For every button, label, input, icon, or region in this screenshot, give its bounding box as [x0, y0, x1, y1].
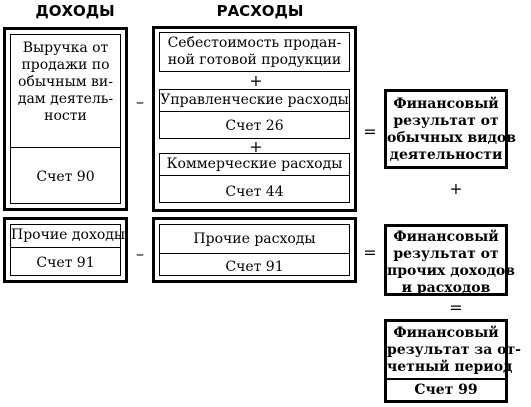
- expenses-header: РАСХОДЫ: [216, 2, 304, 20]
- account-26-label: Счет 26: [225, 118, 284, 134]
- commercial-divider: [160, 175, 349, 176]
- income-ordinary-divider: [11, 147, 120, 148]
- account-44-label: Счет 44: [225, 184, 284, 200]
- result-other-box: Финансовый результат от прочих доходов и…: [384, 224, 515, 296]
- income-other-box: Прочие доходы Счет 91: [3, 217, 128, 283]
- expenses-ordinary-box: Себестоимость продан- ной готовой продук…: [152, 26, 357, 212]
- cost-of-goods-label: Себестоимость продан- ной готовой продук…: [167, 35, 342, 68]
- income-other-inner: Прочие доходы Счет 91: [10, 224, 126, 276]
- equals-operator-2: =: [363, 243, 377, 262]
- admin-expenses-box: Управленческие расходы Счет 26: [159, 89, 350, 139]
- result-ordinary-label: Финансовый результат от обычных видов де…: [387, 96, 516, 163]
- account-91-income-label: Счет 91: [36, 255, 95, 271]
- other-expenses-label: Прочие расходы: [193, 231, 316, 247]
- account-91-expenses-label: Счет 91: [225, 259, 284, 275]
- admin-expenses-label: Управленческие расходы: [160, 92, 349, 108]
- revenue-label: Выручка от продажи по обычным ви- дам де…: [17, 40, 114, 124]
- income-other-divider: [11, 247, 120, 248]
- minus-operator-1: –: [136, 92, 144, 111]
- equals-operator-3: =: [449, 298, 463, 317]
- admin-divider: [160, 111, 349, 112]
- plus-operator-3: +: [449, 179, 463, 198]
- result-period-box: Финансовый результат за от- четный перио…: [384, 319, 521, 403]
- income-header: ДОХОДЫ: [35, 2, 115, 20]
- cost-of-goods-box: Себестоимость продан- ной готовой продук…: [159, 32, 350, 72]
- income-ordinary-box: Выручка от продажи по обычным ви- дам де…: [3, 27, 128, 211]
- commercial-expenses-box: Коммерческие расходы Счет 44: [159, 153, 350, 203]
- expenses-other-inner: Прочие расходы Счет 91: [159, 224, 350, 276]
- other-income-label: Прочие доходы: [11, 227, 126, 243]
- result-period-label: Финансовый результат за от- четный перио…: [387, 325, 521, 375]
- result-ordinary-box: Финансовый результат от обычных видов де…: [384, 89, 516, 169]
- minus-operator-2: –: [136, 244, 144, 263]
- equals-operator-1: =: [363, 122, 377, 141]
- result-period-divider: [387, 378, 505, 380]
- plus-operator-1: +: [249, 71, 263, 90]
- account-90-label: Счет 90: [36, 169, 95, 185]
- expenses-other-divider: [160, 253, 349, 254]
- account-99-label: Счет 99: [414, 382, 478, 398]
- commercial-expenses-label: Коммерческие расходы: [166, 156, 343, 172]
- plus-operator-2: +: [249, 137, 263, 156]
- result-other-label: Финансовый результат от прочих доходов и…: [387, 229, 515, 296]
- income-ordinary-inner: Выручка от продажи по обычным ви- дам де…: [10, 34, 121, 204]
- expenses-other-box: Прочие расходы Счет 91: [152, 217, 357, 283]
